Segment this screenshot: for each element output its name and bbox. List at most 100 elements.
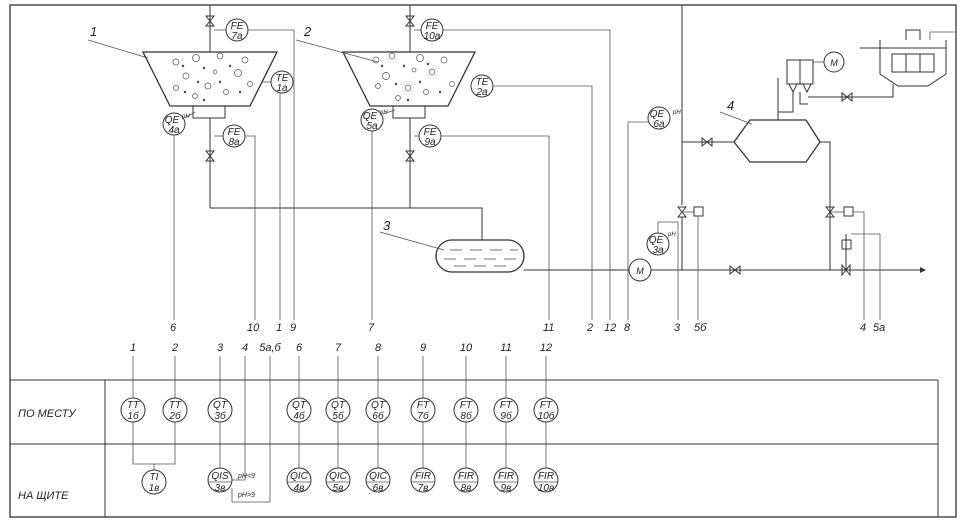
svg-text:10а: 10а bbox=[424, 31, 441, 42]
ph-high-note: pH>9 bbox=[237, 492, 255, 499]
svg-text:FE: FE bbox=[231, 21, 244, 32]
svg-text:10в: 10в bbox=[538, 483, 554, 494]
svg-text:4б: 4б bbox=[293, 410, 305, 422]
svg-text:TE: TE bbox=[276, 73, 289, 84]
tank-2 bbox=[341, 51, 477, 119]
svg-text:2а: 2а bbox=[475, 87, 488, 98]
column-numbers: 1 2 3 4 5а,б 6 7 8 9 10 11 12 bbox=[130, 342, 552, 354]
filter-4 bbox=[733, 119, 821, 163]
svg-text:10: 10 bbox=[247, 322, 260, 334]
svg-text:7б: 7б bbox=[417, 410, 429, 422]
dosing-motor: М bbox=[823, 51, 845, 73]
svg-text:7а: 7а bbox=[231, 31, 243, 42]
svg-text:4: 4 bbox=[242, 342, 248, 354]
sensor-fe10a: FE 10а bbox=[414, 18, 444, 42]
svg-text:QIC: QIC bbox=[329, 471, 348, 482]
svg-text:FE: FE bbox=[228, 127, 241, 138]
svg-text:pH: pH bbox=[672, 110, 681, 116]
svg-text:8: 8 bbox=[624, 322, 631, 334]
svg-text:QT: QT bbox=[371, 400, 386, 411]
svg-text:7в: 7в bbox=[418, 483, 429, 494]
svg-text:4в: 4в bbox=[294, 483, 305, 494]
svg-text:2б: 2б bbox=[168, 410, 181, 422]
sensor-qe4a: QE 4а pH bbox=[162, 112, 190, 136]
svg-text:10: 10 bbox=[460, 342, 473, 354]
svg-text:QE: QE bbox=[649, 235, 664, 246]
svg-text:6в: 6в bbox=[373, 483, 384, 494]
svg-text:5б: 5б bbox=[694, 322, 707, 334]
line-end-labels: 6 10 1 9 7 11 2 12 8 3 5б 4 5а bbox=[170, 322, 885, 334]
svg-text:QIC: QIC bbox=[369, 471, 388, 482]
row-label-panel: НА ЩИТЕ bbox=[18, 490, 69, 502]
valve-reagent bbox=[841, 91, 853, 103]
svg-text:TE: TE bbox=[476, 77, 489, 88]
svg-text:7: 7 bbox=[335, 342, 342, 354]
svg-text:1б: 1б bbox=[127, 410, 139, 422]
svg-text:М: М bbox=[636, 266, 644, 276]
valve-drain-2 bbox=[404, 150, 416, 162]
svg-text:QE: QE bbox=[650, 109, 665, 120]
svg-text:4а: 4а bbox=[168, 125, 180, 136]
sensor-qe6a: QE 6а pH bbox=[647, 106, 681, 130]
svg-text:pH: pH bbox=[667, 232, 676, 238]
sensor-fe8a: FE 8а bbox=[222, 124, 246, 148]
svg-text:QIC: QIC bbox=[290, 471, 309, 482]
ph-low-note: pH<9 bbox=[237, 473, 255, 480]
svg-text:8: 8 bbox=[375, 342, 382, 354]
valve-outlet bbox=[729, 264, 741, 276]
svg-text:5а,б: 5а,б bbox=[259, 342, 281, 354]
svg-text:1в: 1в bbox=[149, 483, 160, 494]
svg-text:3: 3 bbox=[674, 322, 681, 334]
valve-top-1 bbox=[204, 15, 216, 27]
svg-text:3в: 3в bbox=[215, 483, 226, 494]
reagent-tank bbox=[860, 29, 956, 87]
svg-text:FT: FT bbox=[540, 400, 553, 411]
svg-text:QT: QT bbox=[213, 400, 228, 411]
svg-text:QT: QT bbox=[331, 400, 346, 411]
valve-filter-in bbox=[701, 136, 713, 148]
svg-text:9в: 9в bbox=[501, 483, 512, 494]
valve-dosing-2 bbox=[824, 206, 854, 218]
svg-text:pH: pH bbox=[379, 110, 388, 116]
row-label-local: ПО МЕСТУ bbox=[18, 408, 76, 420]
svg-text:QT: QT bbox=[292, 400, 307, 411]
svg-text:1: 1 bbox=[276, 322, 282, 334]
valve-top-2 bbox=[404, 15, 416, 27]
sensor-te1a: TE 1а bbox=[270, 70, 294, 94]
svg-text:5б: 5б bbox=[332, 410, 344, 422]
svg-text:12: 12 bbox=[540, 342, 552, 354]
svg-text:TT: TT bbox=[169, 400, 182, 411]
svg-text:3: 3 bbox=[217, 342, 224, 354]
svg-text:8б: 8б bbox=[460, 410, 472, 422]
svg-text:8в: 8в bbox=[461, 483, 472, 494]
sensor-fe9a: FE 9а bbox=[418, 124, 442, 148]
svg-text:FIR: FIR bbox=[538, 471, 554, 482]
tank-1-label: 1 bbox=[90, 24, 97, 39]
svg-text:9б: 9б bbox=[500, 410, 512, 422]
collector-3 bbox=[435, 239, 525, 273]
svg-text:1: 1 bbox=[130, 342, 136, 354]
svg-text:11: 11 bbox=[543, 322, 554, 334]
svg-text:FE: FE bbox=[426, 21, 439, 32]
valve-dosing-3 bbox=[841, 239, 852, 277]
filter-label: 4 bbox=[727, 98, 734, 113]
svg-text:QE: QE bbox=[363, 111, 378, 122]
svg-text:3б: 3б bbox=[214, 410, 226, 422]
svg-text:FE: FE bbox=[424, 127, 437, 138]
svg-text:FT: FT bbox=[460, 400, 473, 411]
svg-text:FIR: FIR bbox=[458, 471, 474, 482]
svg-text:2: 2 bbox=[171, 342, 178, 354]
sensor-fe7a: FE 7а bbox=[214, 18, 249, 42]
svg-text:5а: 5а bbox=[366, 121, 378, 132]
